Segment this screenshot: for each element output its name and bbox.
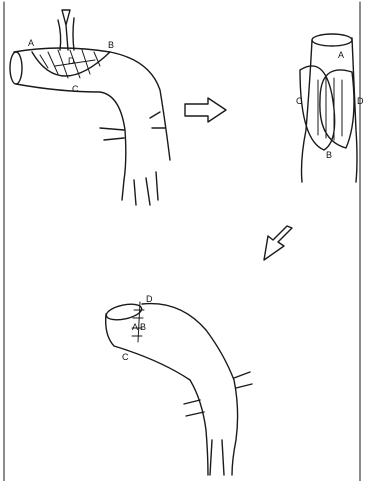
arrow-down-left-icon <box>264 226 292 260</box>
lower-branches <box>122 172 158 205</box>
repaired-vessel-opening <box>105 301 143 322</box>
bottom-lower-branch <box>210 440 224 475</box>
panel-top-right: A B C D <box>296 34 364 182</box>
panel-top-left: A B C D <box>10 10 170 205</box>
bottom-side-branches <box>184 372 252 416</box>
label-a: A <box>28 38 34 48</box>
vessel-upper-wall <box>14 48 170 160</box>
incision-loop-right <box>320 70 354 148</box>
label-d-bottom: D <box>146 294 153 304</box>
label-c: C <box>72 84 79 94</box>
vessel-lower-wall <box>16 84 126 180</box>
tube-top-opening <box>312 34 352 46</box>
top-branch <box>62 10 70 50</box>
label-a-right: A <box>338 50 344 60</box>
label-c-bottom: C <box>122 352 129 362</box>
repaired-vessel-right-wall <box>142 304 238 475</box>
arrow-right-icon <box>185 98 226 122</box>
repaired-vessel-left-wall <box>106 314 208 475</box>
side-branches <box>100 112 165 140</box>
label-d: D <box>68 56 75 66</box>
label-ab-bottom: A B <box>132 322 146 332</box>
panel-bottom: D A B C <box>105 294 252 475</box>
label-c-right: C <box>296 96 303 106</box>
vessel-opening <box>10 52 22 84</box>
label-d-right: D <box>357 96 364 106</box>
label-b: B <box>108 40 114 50</box>
label-b-right: B <box>326 150 332 160</box>
